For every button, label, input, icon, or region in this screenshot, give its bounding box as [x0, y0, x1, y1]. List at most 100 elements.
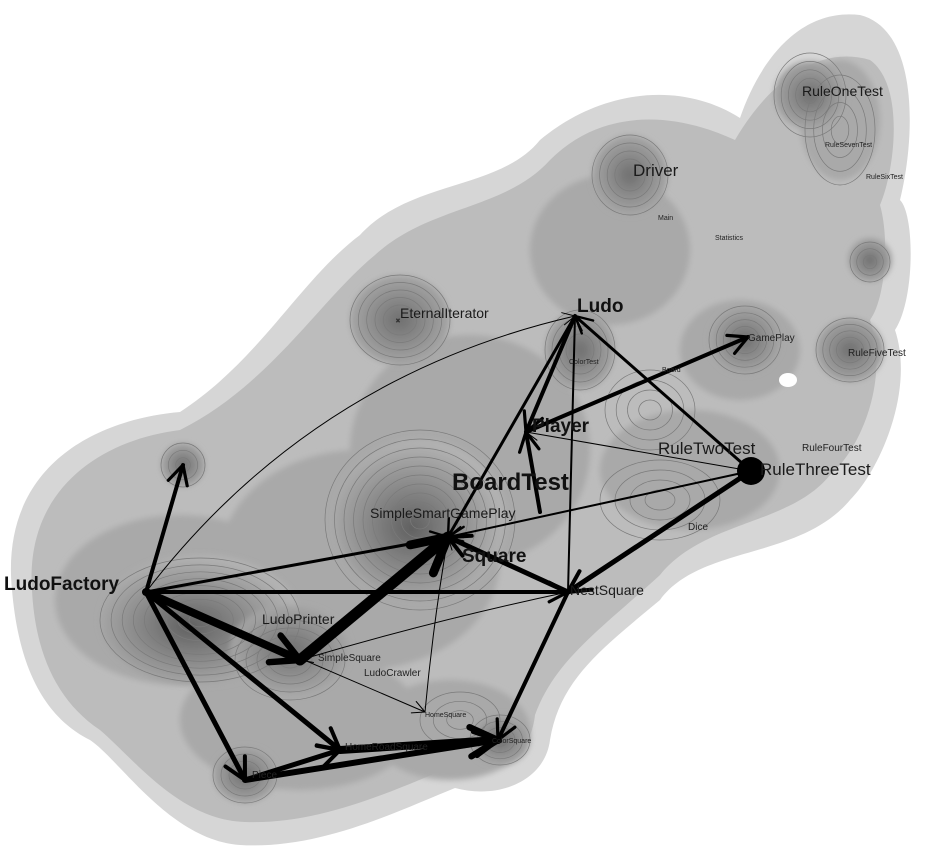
node-main[interactable]: Main [658, 215, 673, 222]
contour-ring [830, 115, 850, 145]
node-label: Main [658, 215, 673, 222]
edge-arrowhead [299, 650, 314, 663]
node-label: HomeSquare [425, 712, 466, 719]
node-label: LudoCrawler [364, 668, 421, 679]
node-statistics[interactable]: Statistics [715, 235, 744, 242]
contour-ring [382, 304, 418, 336]
edge-rulethreetest-to-square [447, 470, 752, 538]
edge-arrowhead [573, 314, 595, 335]
edge-simplesmartgameplay-to-player [524, 430, 542, 514]
contour-ring [856, 248, 884, 276]
edge-homeroadsquare-to-colorsquare [336, 736, 502, 754]
node-marker: × [396, 317, 400, 325]
node-ludocrawler[interactable]: LudoCrawler [364, 668, 421, 679]
contour-ring [357, 282, 443, 358]
node-gameplay[interactable]: GamePlay [748, 333, 795, 344]
node-label: Piece [252, 770, 277, 781]
node-player[interactable]: Player [532, 416, 590, 437]
contour-ring [572, 341, 588, 359]
node-ludofactory[interactable]: LudoFactory [4, 574, 119, 595]
contour-ring [591, 134, 669, 216]
node-homesquare[interactable]: HomeSquare [425, 712, 466, 719]
contour-ring [622, 166, 638, 184]
contour-ring [362, 465, 478, 575]
edge-arrowhead [566, 569, 594, 594]
terrain-hole [779, 373, 797, 387]
node-dice[interactable]: Dice [688, 522, 708, 533]
edge-simplesquare-to-square [294, 531, 454, 666]
contour-ring [245, 627, 335, 693]
contour-ring [629, 479, 691, 521]
node-square[interactable]: Square [462, 546, 526, 567]
node-board[interactable]: Board [662, 367, 681, 374]
edge-rulethreetest-to-nestsquare [565, 468, 754, 595]
node-label: Player [532, 416, 590, 437]
contour-ring [234, 619, 346, 701]
node-nestsquare[interactable]: NestSquare [570, 582, 644, 598]
edge-nestsquare-to-square [445, 534, 571, 595]
nodes-layer: LudoFactory × EternalIterator Ludo Color… [4, 83, 906, 781]
node-label: Statistics [715, 235, 744, 242]
contour-ring [99, 557, 301, 683]
contour-ring [374, 297, 426, 343]
node-label: Square [462, 546, 526, 567]
node-piece[interactable]: Piece [252, 770, 277, 781]
edge-ludofactory-to-homeroadsquare [143, 589, 343, 753]
node-simplesquare[interactable]: SimpleSquare [318, 653, 381, 664]
node-label: RuleSixTest [866, 174, 903, 181]
node-ruletwotest[interactable]: RuleTwoTest [658, 439, 756, 458]
contour-ring [730, 326, 760, 354]
node-label: RuleFiveTest [848, 348, 906, 359]
node-rulesixtest[interactable]: RuleSixTest [866, 174, 903, 181]
contour-ring [604, 369, 696, 451]
contour-ring [795, 77, 825, 113]
contour-ring [842, 343, 858, 357]
node-eternaliterator[interactable]: × EternalIterator [396, 305, 490, 326]
edge-nestsquare-to-colorsquare [496, 590, 570, 742]
node-dot [737, 457, 765, 485]
contour-ring [614, 158, 646, 192]
contour-ring [638, 399, 662, 421]
node-simplesmartgameplay[interactable]: SimpleSmartGamePlay [370, 505, 516, 521]
node-rulesevententest[interactable]: RuleSevenTest [825, 142, 872, 149]
contour-ring [132, 578, 268, 662]
edge-arrowhead [518, 430, 541, 454]
node-driver[interactable]: Driver [633, 161, 679, 180]
contour-ring [802, 86, 818, 104]
edge-arrowhead [495, 717, 517, 742]
contour-ring [788, 69, 832, 121]
edge-ludofactory-to-homesquare [145, 591, 426, 713]
contour-ring [166, 598, 234, 642]
node-colortest[interactable]: ColorTest [569, 359, 599, 366]
node-ludoprinter[interactable]: LudoPrinter [262, 611, 335, 627]
edge-rulethreetest-to-player [525, 431, 752, 472]
contour-ring [829, 330, 871, 370]
contour-ring [565, 333, 595, 367]
node-ruleonetest[interactable]: RuleOneTest [802, 83, 883, 99]
edge-ludofactory-to-ludo [145, 315, 576, 593]
node-rulethreetest[interactable]: RuleThreeTest [737, 457, 871, 485]
contour-ring [813, 88, 867, 172]
node-colorsquare[interactable]: ColorSquare [492, 738, 531, 745]
node-homeroadsquare[interactable]: HomeRoadSquare [345, 742, 428, 753]
node-rulefourtest[interactable]: RuleFourTest [802, 443, 862, 454]
node-rulefivetest[interactable]: RuleFiveTest [848, 348, 906, 359]
contour-ring [366, 289, 434, 351]
node-ludo[interactable]: Ludo [577, 296, 623, 317]
contour-ring [599, 459, 721, 541]
node-boardtest[interactable]: BoardTest [452, 469, 569, 496]
contour-ring [715, 312, 775, 368]
contour-ring [599, 142, 661, 208]
edge-rulethreetest-to-ludo [573, 314, 753, 473]
node-label: Driver [633, 161, 679, 180]
edge-nestsquare-to-simplesquare [299, 591, 569, 661]
contour-ring [804, 74, 876, 186]
contour-ring [353, 456, 487, 584]
node-label: GamePlay [748, 333, 795, 344]
edge-arrowhead [166, 463, 189, 488]
edge-arrowhead [447, 525, 465, 542]
contour-ring [391, 312, 409, 328]
contour-ring [167, 449, 199, 481]
